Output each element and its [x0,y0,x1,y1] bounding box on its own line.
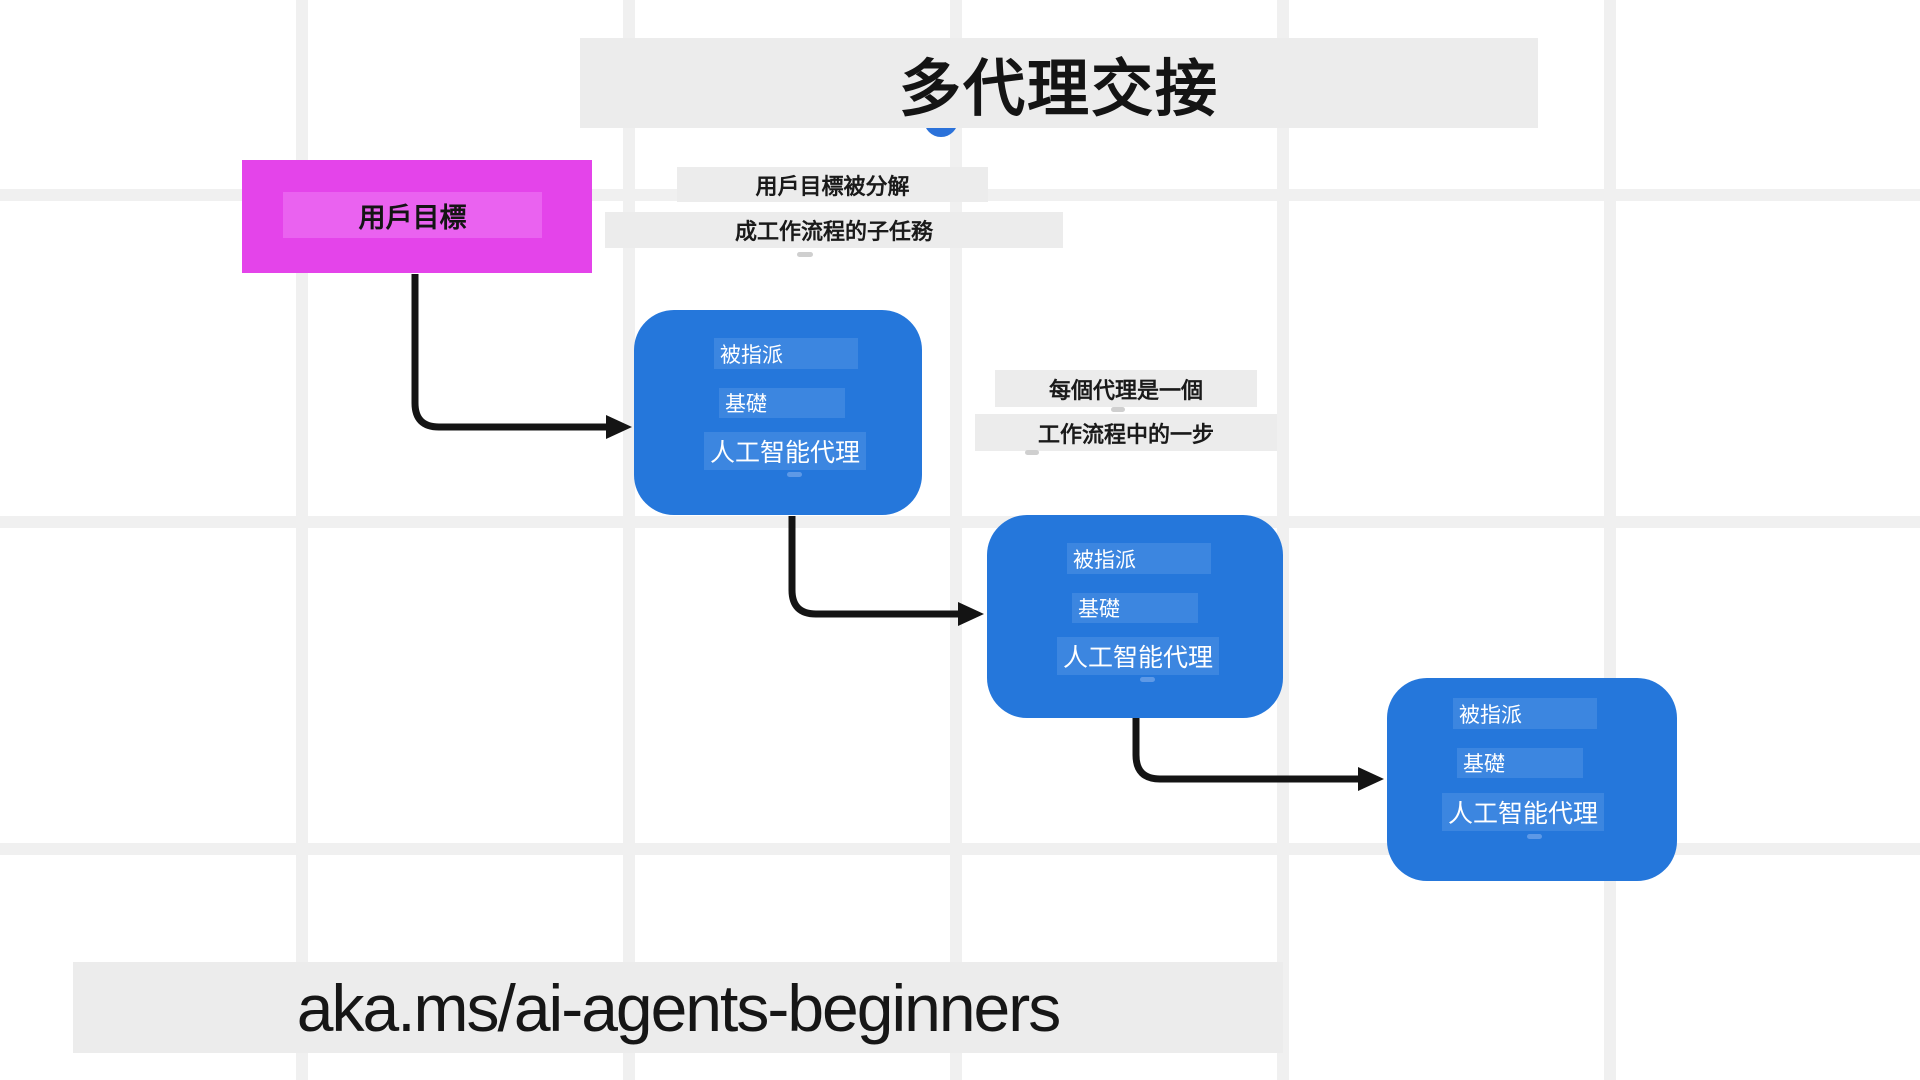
agent-base-highlight: 基礎 [719,388,845,418]
annotation-text: 工作流程中的一步 [1037,421,1214,447]
arrow-agent1-to-agent2 [788,516,984,626]
agent-name-highlight: 人工智能代理 [1442,793,1604,831]
annotation-text: 成工作流程的子任務 [734,219,933,244]
agent-name-label: 人工智能代理 [1063,644,1214,672]
footer-link-text: aka.ms/ai-agents-beginners [296,970,1061,1045]
agent-assigned-highlight: 被指派 [1453,698,1597,729]
annotation-step-line2: 工作流程中的一步 [975,414,1277,451]
agent-name-label: 人工智能代理 [1448,800,1599,828]
agent-base-label: 基礎 [725,393,767,416]
annotation-step-line1: 每個代理是一個 [995,370,1257,407]
user-goal-label: 用戶目標 [358,202,467,233]
agent-name-highlight: 人工智能代理 [1057,637,1219,675]
title-banner: 多代理交接 [580,38,1538,128]
agent-base-label: 基礎 [1078,598,1120,621]
underline-dash [797,252,813,257]
agent-base-highlight: 基礎 [1072,593,1198,623]
underline-dash [1140,677,1155,682]
agent-assigned-highlight: 被指派 [714,338,858,369]
annotation-text: 用戶目標被分解 [755,173,910,199]
agent-base-highlight: 基礎 [1457,748,1583,778]
agent-assigned-highlight: 被指派 [1067,543,1211,574]
agent-assigned-label: 被指派 [1073,548,1136,572]
agent-node-2: 被指派 基礎 人工智能代理 [987,515,1283,718]
footer-strip: aka.ms/ai-agents-beginners [73,962,1283,1053]
page-title: 多代理交接 [898,55,1219,124]
underline-dash [1025,450,1039,455]
agent-name-label: 人工智能代理 [710,439,861,467]
underline-dash [1527,834,1542,839]
agent-assigned-label: 被指派 [720,343,783,367]
agent-node-1: 被指派 基礎 人工智能代理 [634,310,922,515]
agent-name-highlight: 人工智能代理 [704,432,866,470]
annotation-text: 每個代理是一個 [1048,377,1203,403]
underline-dash [1111,407,1125,412]
arrow-goal-to-agent1 [411,274,632,439]
annotation-decompose-line2: 成工作流程的子任務 [605,212,1063,248]
agent-base-label: 基礎 [1463,753,1505,776]
user-goal-highlight: 用戶目標 [283,192,542,238]
annotation-decompose-line1: 用戶目標被分解 [677,167,988,202]
arrow-agent2-to-agent3 [1132,718,1384,791]
agent-node-3: 被指派 基礎 人工智能代理 [1387,678,1677,881]
underline-dash [787,472,802,477]
agent-assigned-label: 被指派 [1459,703,1522,727]
user-goal-node: 用戶目標 [242,160,592,273]
